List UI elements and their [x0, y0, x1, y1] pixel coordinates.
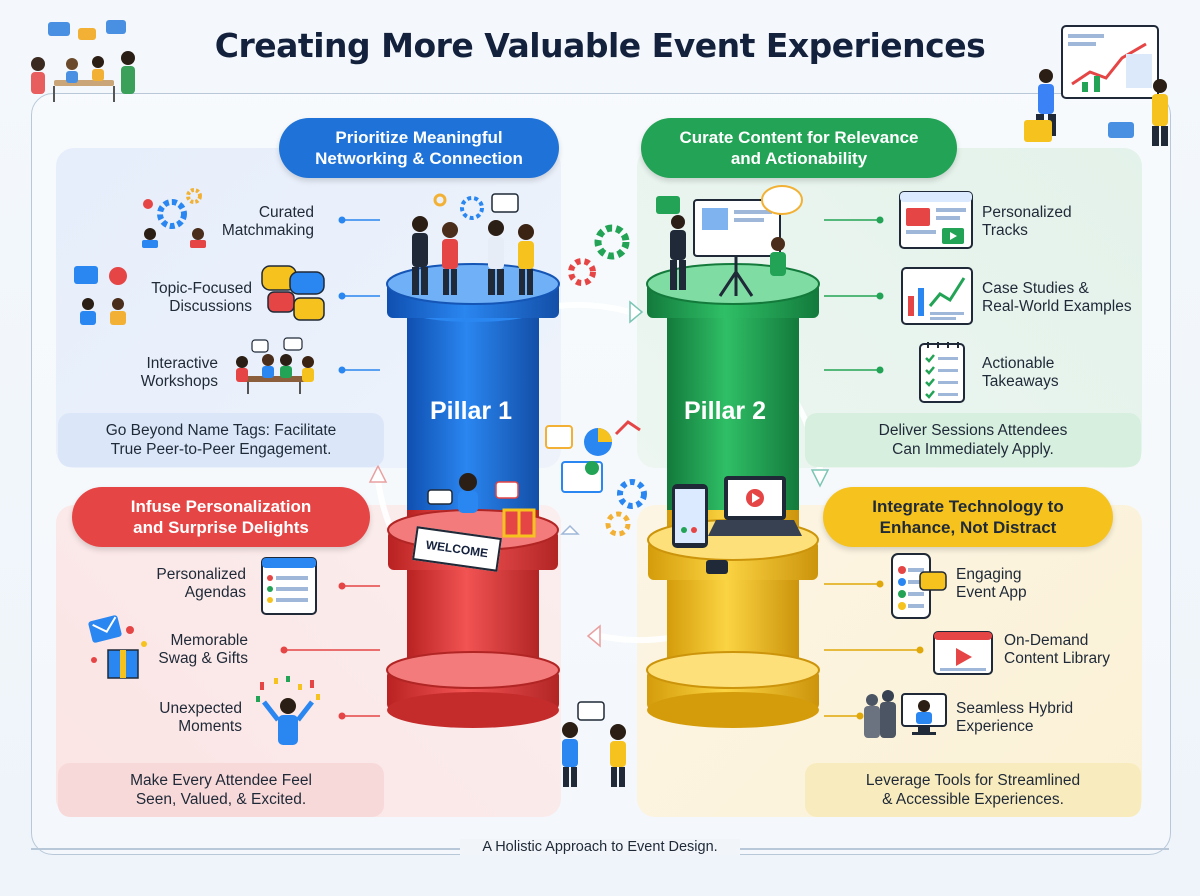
personalization-heading-text: Infuse Personalization and Surprise Deli…: [130, 497, 312, 537]
personalization-banner-text: Make Every Attendee Feel Seen, Valued, &…: [130, 772, 312, 808]
topic-discussion-people-icon: [74, 266, 127, 325]
personalization-heading: Infuse Personalization and Surprise Deli…: [72, 487, 370, 547]
technology-heading: Integrate Technology to Enhance, Not Dis…: [823, 487, 1113, 547]
page-title: Creating More Valuable Event Experiences: [214, 26, 986, 65]
browser-tracks-icon: [899, 191, 973, 249]
video-play-icon: [933, 631, 993, 675]
item-unexpected-moments: Unexpected Moments: [159, 700, 242, 735]
chat-bubbles-icon: [261, 265, 325, 321]
hybrid-screen-icon: [864, 690, 947, 738]
item-actionable-takeaways: Actionable Takeaways: [982, 355, 1059, 390]
presentation-chart-illustration: [1024, 25, 1168, 146]
agenda-list-icon: [261, 557, 317, 615]
analytics-widgets-icon: [545, 420, 647, 537]
content-heading-text: Curate Content for Relevance and Actiona…: [679, 128, 919, 168]
footer: A Holistic Approach to Event Design.: [0, 838, 1200, 856]
presenter-illustration: [656, 185, 803, 297]
celebration-icon: [256, 676, 320, 745]
workshop-table-icon: [236, 337, 314, 394]
pillar-1-label: Pillar 1: [430, 397, 512, 425]
footer-text: A Holistic Approach to Event Design.: [460, 839, 740, 855]
content-banner: Deliver Sessions Attendees Can Immediate…: [805, 413, 1141, 467]
item-engaging-event-app: Engaging Event App: [956, 566, 1027, 601]
personalization-banner: Make Every Attendee Feel Seen, Valued, &…: [58, 763, 384, 817]
networking-heading-text: Prioritize Meaningful Networking & Conne…: [315, 128, 523, 168]
networking-banner: Go Beyond Name Tags: Facilitate True Pee…: [58, 413, 384, 467]
item-case-studies: Case Studies & Real-World Examples: [982, 280, 1132, 315]
matchmaking-gears-icon: [142, 188, 206, 248]
team-meeting-illustration: [31, 20, 135, 102]
devices-illustration: [672, 476, 802, 574]
item-seamless-hybrid: Seamless Hybrid Experience: [956, 700, 1074, 735]
chart-board-icon: [901, 267, 973, 325]
technology-heading-text: Integrate Technology to Enhance, Not Dis…: [872, 497, 1064, 537]
content-heading: Curate Content for Relevance and Actiona…: [641, 118, 957, 178]
item-interactive-workshops: Interactive Workshops: [140, 355, 218, 390]
item-curated-matchmaking: Curated Matchmaking: [221, 204, 314, 239]
pillar-2-label: Pillar 2: [684, 397, 766, 425]
item-personalized-agendas: Personalized Agendas: [156, 566, 246, 601]
item-memorable-swag: Memorable Swag & Gifts: [158, 632, 248, 667]
conversation-people-illustration: [562, 701, 626, 787]
networking-banner-text: Go Beyond Name Tags: Facilitate True Pee…: [105, 422, 337, 458]
gears-icon: [568, 224, 630, 286]
item-topic-discussions: Topic-Focused Discussions: [151, 280, 252, 315]
content-banner-text: Deliver Sessions Attendees Can Immediate…: [878, 422, 1068, 458]
phone-app-icon: [891, 553, 947, 619]
item-on-demand-library: On-Demand Content Library: [1004, 632, 1110, 667]
gift-box-icon: [88, 615, 147, 679]
networking-people-illustration: [412, 193, 534, 295]
checklist-icon: [919, 342, 965, 403]
item-personalized-tracks: Personalized Tracks: [982, 204, 1072, 239]
networking-heading: Prioritize Meaningful Networking & Conne…: [279, 118, 559, 178]
technology-banner-text: Leverage Tools for Streamlined & Accessi…: [865, 772, 1081, 808]
technology-banner: Leverage Tools for Streamlined & Accessi…: [805, 763, 1141, 817]
